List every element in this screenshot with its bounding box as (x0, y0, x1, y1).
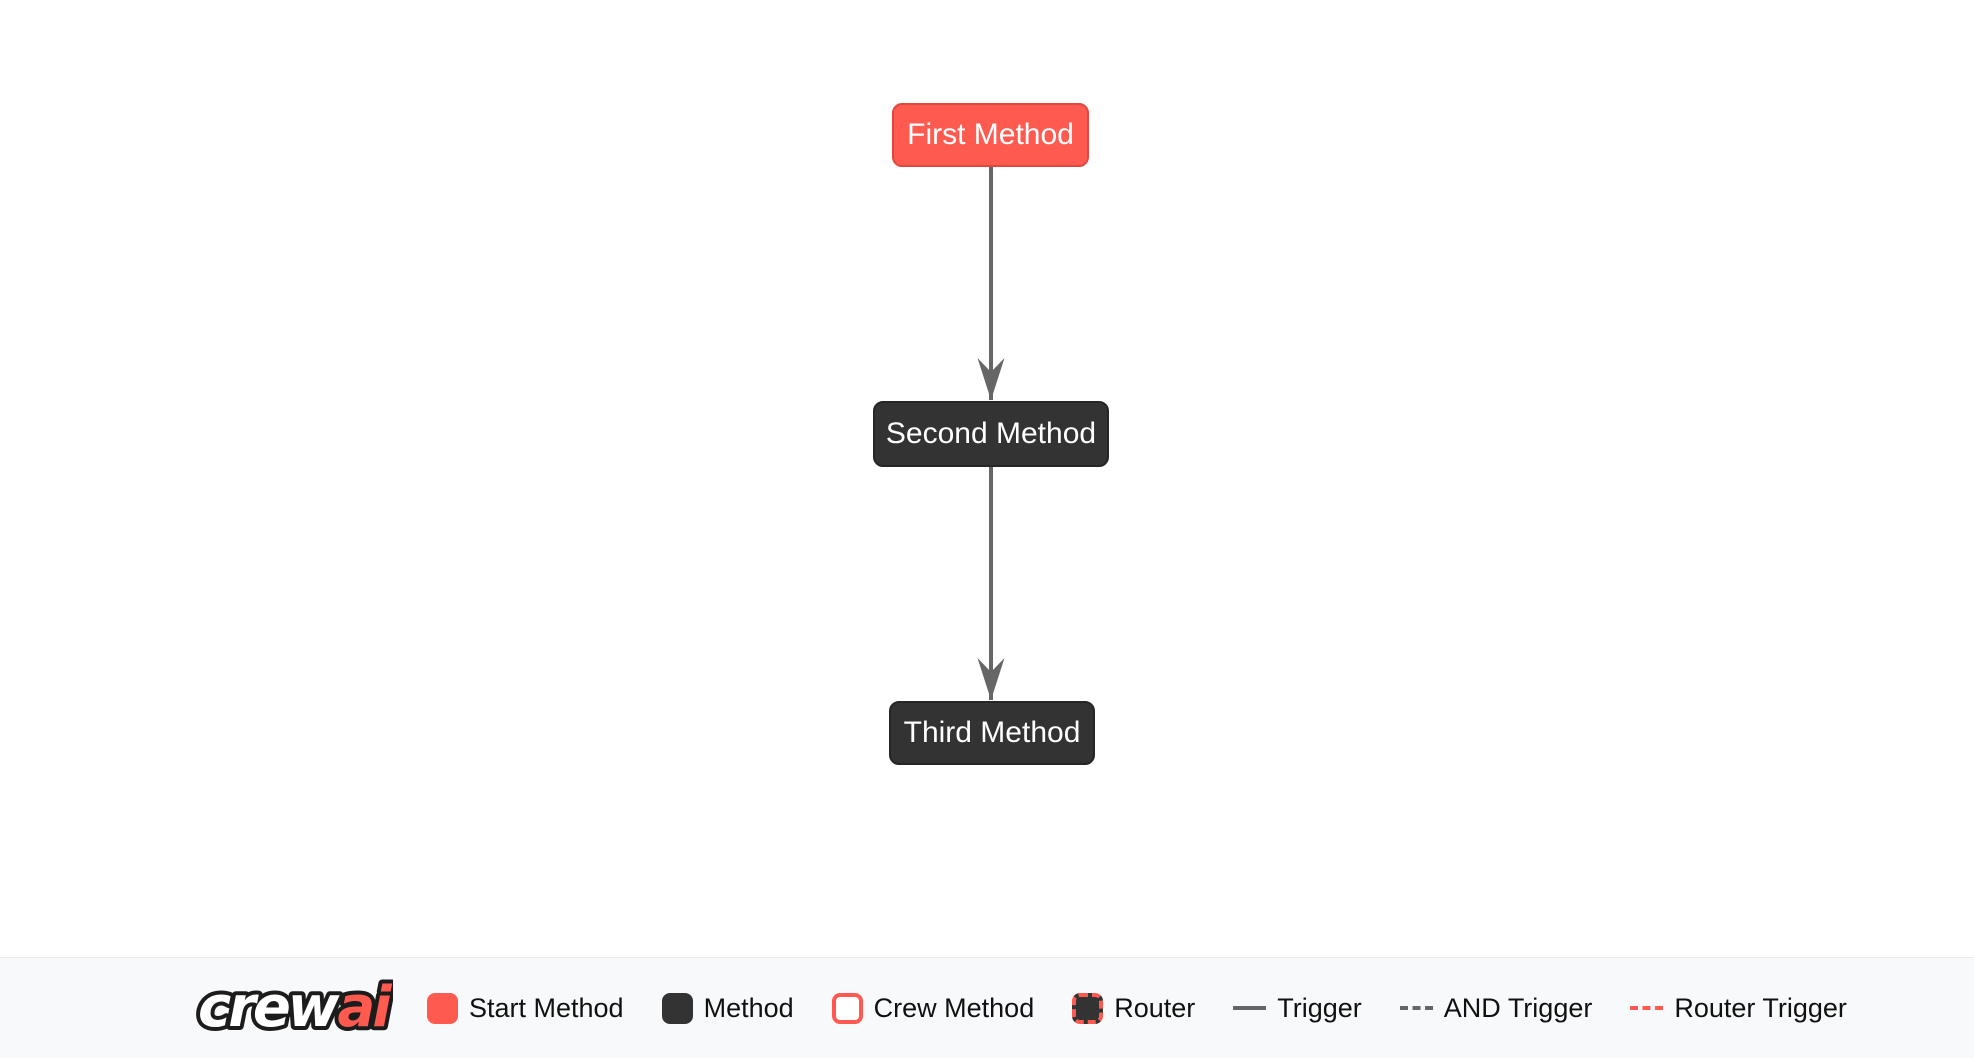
flow-node-third-method[interactable]: Third Method (889, 701, 1095, 765)
legend-item-router: Router (1072, 992, 1196, 1024)
legend-item-method: Method (661, 992, 794, 1024)
legend-item-router-trigger: Router Trigger (1630, 993, 1847, 1024)
start-method-swatch-icon (427, 992, 458, 1024)
flow-canvas[interactable]: First Method Second Method Third Method (0, 0, 1974, 957)
trigger-line-icon (1233, 1006, 1267, 1010)
arrowhead-icon (977, 358, 1005, 400)
flow-node-label: Third Method (903, 716, 1081, 749)
legend-label: Crew Method (873, 992, 1035, 1023)
crewai-logo: crewai (194, 972, 393, 1044)
crewai-logo-text: crewai (198, 975, 392, 1040)
legend-label: Start Method (469, 992, 624, 1023)
router-swatch-icon (1072, 992, 1104, 1024)
flow-node-label: Second Method (885, 417, 1097, 450)
legend-label: Router Trigger (1674, 992, 1847, 1023)
legend-item-crew-method: Crew Method (831, 992, 1035, 1024)
legend-item-trigger: Trigger (1233, 993, 1362, 1024)
legend-label: Trigger (1277, 992, 1362, 1023)
trigger-edge-second-to-third (977, 467, 1005, 700)
and-trigger-line-icon (1399, 1006, 1433, 1010)
legend-bar: crewai Start Method Method Crew Method R… (0, 957, 1974, 1058)
legend-items: Start Method Method Crew Method Router T… (427, 992, 1847, 1024)
legend-label: Router (1114, 992, 1196, 1023)
arrowhead-icon (977, 658, 1005, 700)
flow-node-first-method[interactable]: First Method (892, 103, 1089, 167)
flow-node-second-method[interactable]: Second Method (873, 401, 1109, 467)
legend-item-and-trigger: AND Trigger (1399, 992, 1593, 1024)
crew-method-swatch-icon (831, 992, 863, 1024)
legend-label: AND Trigger (1443, 992, 1593, 1023)
router-trigger-line-icon (1630, 1006, 1664, 1010)
legend-item-start-method: Start Method (427, 992, 624, 1024)
flow-edges-layer (977, 167, 1005, 700)
trigger-edge-first-to-second (977, 167, 1005, 400)
method-swatch-icon (661, 992, 693, 1024)
flow-node-label: First Method (907, 118, 1074, 151)
legend-label: Method (703, 992, 794, 1023)
